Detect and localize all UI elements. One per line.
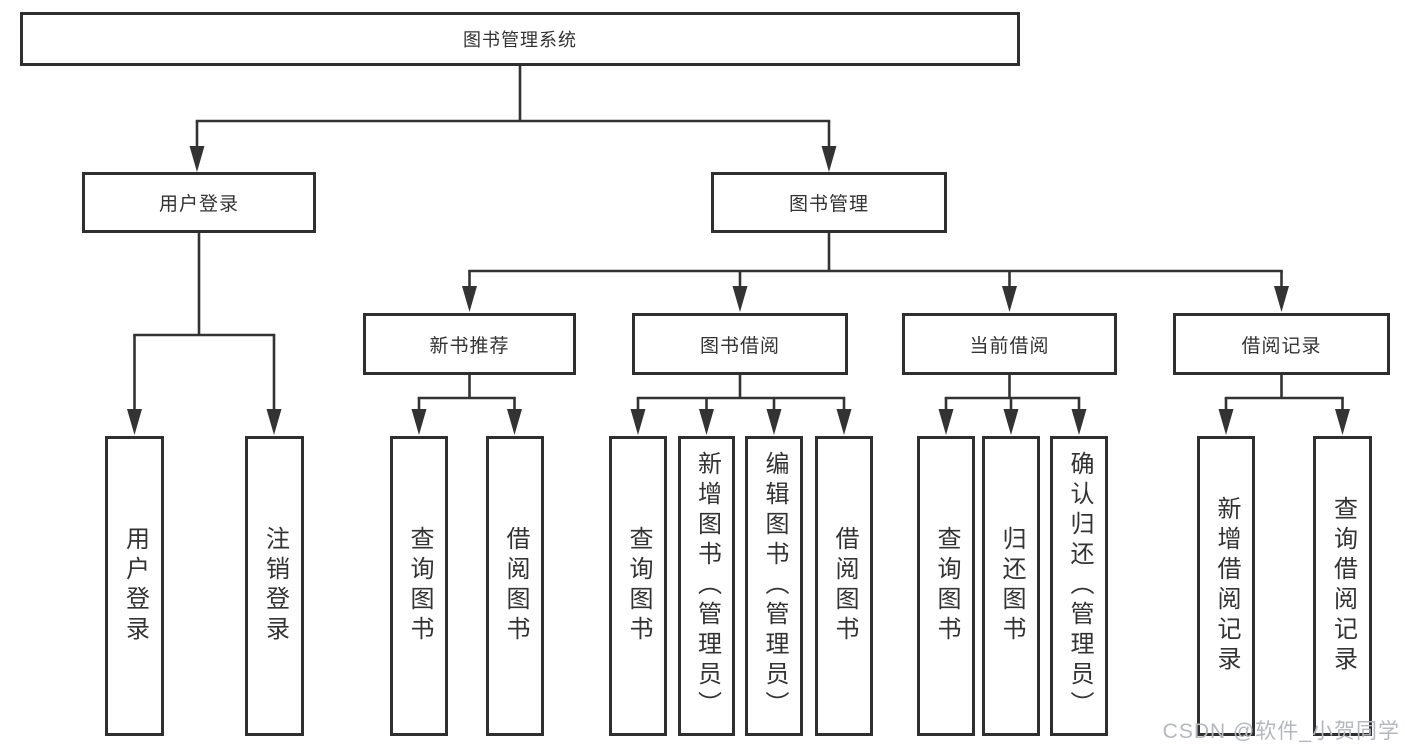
leaf-borrow-book-recommend: 借阅图书 bbox=[486, 436, 544, 736]
leaf-add-borrow-record: 新增借阅记录 bbox=[1197, 436, 1255, 736]
leaf-query-book-borrow-label: 查询图书 bbox=[625, 526, 652, 646]
leaf-confirm-return-admin-label: 确认归还（管理员） bbox=[1066, 451, 1093, 721]
leaf-logout: 注销登录 bbox=[245, 436, 304, 736]
node-root-label: 图书管理系统 bbox=[463, 30, 577, 50]
leaf-return-book: 归还图书 bbox=[982, 436, 1040, 736]
node-user-login: 用户登录 bbox=[82, 172, 316, 233]
leaf-add-book-admin-label: 新增图书（管理员） bbox=[693, 451, 721, 721]
node-book-management-label: 图书管理 bbox=[788, 194, 869, 215]
arrowheads bbox=[127, 146, 1350, 435]
node-new-book-recommend-label: 新书推荐 bbox=[429, 335, 510, 357]
node-borrow-record: 借阅记录 bbox=[1173, 313, 1390, 375]
leaf-query-borrow-record-label: 查询借阅记录 bbox=[1329, 496, 1357, 676]
watermark: CSDN @软件_小贺同学 bbox=[1162, 720, 1400, 743]
leaf-borrow-book: 借阅图书 bbox=[815, 436, 873, 736]
leaf-logout-label: 注销登录 bbox=[261, 526, 289, 646]
leaf-borrow-book-label: 借阅图书 bbox=[831, 526, 858, 646]
leaf-query-book-borrow: 查询图书 bbox=[609, 436, 667, 736]
leaf-user-login: 用户登录 bbox=[105, 436, 164, 736]
leaf-add-borrow-record-label: 新增借阅记录 bbox=[1213, 496, 1240, 676]
node-current-borrow: 当前借阅 bbox=[902, 313, 1117, 375]
leaf-query-book-recommend: 查询图书 bbox=[390, 436, 448, 736]
node-root: 图书管理系统 bbox=[20, 12, 1020, 66]
node-new-book-recommend: 新书推荐 bbox=[363, 313, 576, 375]
leaf-borrow-book-recommend-label: 借阅图书 bbox=[502, 526, 529, 646]
leaf-user-login-label: 用户登录 bbox=[121, 526, 149, 646]
leaf-query-book-current-label: 查询图书 bbox=[933, 526, 960, 646]
leaf-query-borrow-record: 查询借阅记录 bbox=[1313, 436, 1372, 736]
node-book-management: 图书管理 bbox=[711, 172, 947, 233]
leaf-query-book-current: 查询图书 bbox=[917, 436, 975, 736]
leaf-return-book-label: 归还图书 bbox=[998, 526, 1025, 646]
leaf-add-book-admin: 新增图书（管理员） bbox=[678, 436, 735, 736]
node-borrow-record-label: 借阅记录 bbox=[1241, 335, 1322, 357]
node-user-login-label: 用户登录 bbox=[158, 194, 239, 215]
node-current-borrow-label: 当前借阅 bbox=[969, 335, 1050, 357]
node-book-borrow: 图书借阅 bbox=[632, 313, 848, 375]
leaf-confirm-return-admin: 确认归还（管理员） bbox=[1050, 436, 1108, 736]
node-book-borrow-label: 图书借阅 bbox=[699, 335, 780, 357]
leaf-query-book-recommend-label: 查询图书 bbox=[406, 526, 433, 646]
leaf-edit-book-admin-label: 编辑图书（管理员） bbox=[761, 451, 788, 721]
leaf-edit-book-admin: 编辑图书（管理员） bbox=[745, 436, 803, 736]
